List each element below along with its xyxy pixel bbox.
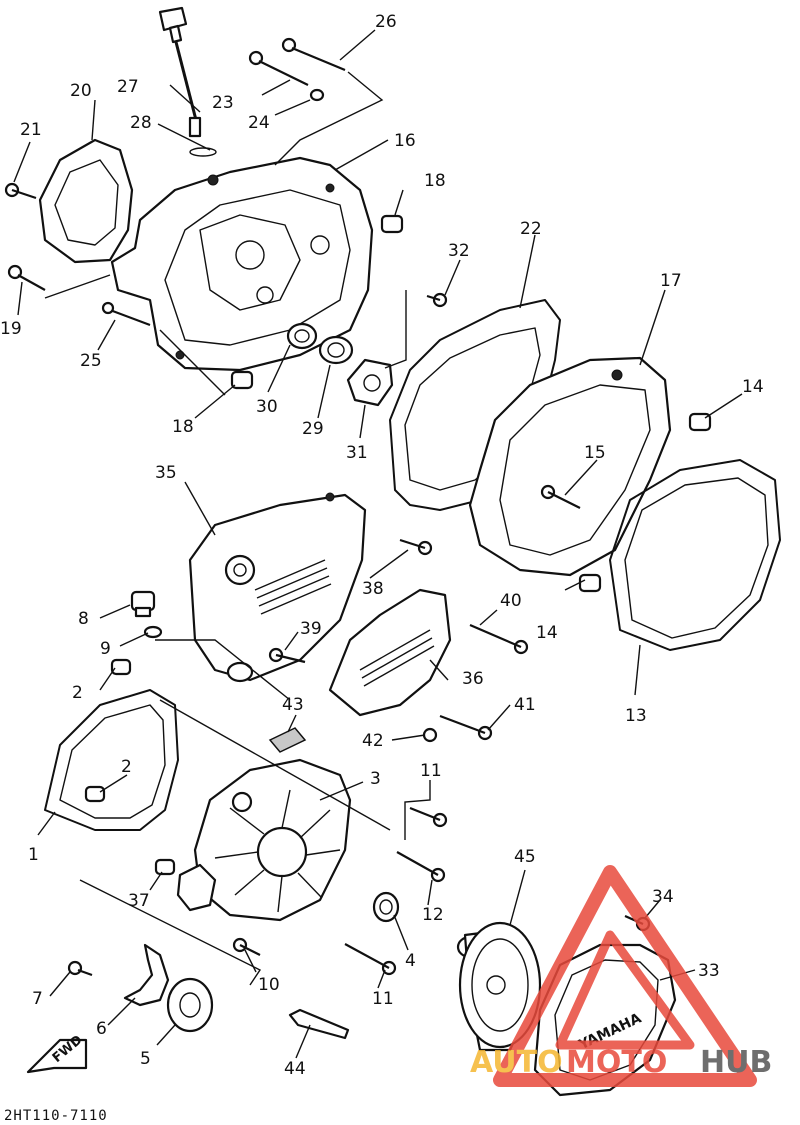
seal-4-bolts [232, 806, 448, 976]
cover-36 [328, 588, 493, 743]
label-part-39: 39 [300, 619, 322, 639]
clutch-cover-3 [154, 758, 352, 922]
label-part-40: 40 [500, 591, 522, 611]
watermark-text-auto: AUTO [470, 1045, 563, 1080]
label-part-4: 4 [405, 951, 416, 971]
label-part-34: 34 [652, 887, 674, 907]
label-part-29: 29 [302, 419, 324, 439]
label-part-15: 15 [584, 443, 606, 463]
bolts-23-24-26 [248, 37, 346, 102]
label-part-33: 33 [698, 961, 720, 981]
label-part-8: 8 [78, 609, 89, 629]
label-part-12: 12 [422, 905, 444, 925]
label-part-26: 26 [375, 12, 397, 32]
crankcase-right-17 [468, 356, 712, 593]
label-part-28: 28 [130, 113, 152, 133]
label-part-2b: 2 [121, 757, 132, 777]
diagram-code: 2HT110-7110 [4, 1108, 108, 1124]
watermark-text-hub: HUB [700, 1045, 772, 1080]
label-part-24: 24 [248, 113, 270, 133]
label-part-20: 20 [70, 81, 92, 101]
lower-small-parts [67, 943, 350, 1040]
label-part-11a: 11 [420, 761, 442, 781]
label-part-18b: 18 [172, 417, 194, 437]
label-part-36: 36 [462, 669, 484, 689]
label-part-14a: 14 [742, 377, 764, 397]
label-part-13: 13 [625, 706, 647, 726]
label-part-25: 25 [80, 351, 102, 371]
label-part-18a: 18 [424, 171, 446, 191]
gasket-22 [389, 299, 561, 511]
label-part-9: 9 [100, 639, 111, 659]
seal-and-plate-29-31 [318, 292, 448, 407]
label-part-7: 7 [32, 989, 43, 1009]
label-part-41: 41 [514, 695, 536, 715]
label-part-32: 32 [448, 241, 470, 261]
cover-20-group [4, 138, 151, 327]
label-part-23: 23 [212, 93, 234, 113]
label-part-30: 30 [256, 397, 278, 417]
label-part-44: 44 [284, 1059, 306, 1079]
label-part-27: 27 [117, 77, 139, 97]
watermark-triangle [493, 865, 757, 1087]
label-part-5: 5 [140, 1049, 151, 1069]
label-part-2a: 2 [72, 683, 83, 703]
label-part-37: 37 [128, 891, 150, 911]
gasket-1 [44, 658, 179, 831]
label-part-21: 21 [20, 120, 42, 140]
label-part-35: 35 [155, 463, 177, 483]
label-part-42: 42 [362, 731, 384, 751]
label-part-43: 43 [282, 695, 304, 715]
label-part-22: 22 [520, 219, 542, 239]
watermark-logo: AUTO MOTO HUB [470, 865, 772, 1087]
label-part-3: 3 [370, 769, 381, 789]
label-part-16: 16 [394, 131, 416, 151]
leader-lines [13, 29, 743, 1059]
label-part-1: 1 [28, 845, 39, 865]
watermark-text-moto: MOTO [566, 1045, 667, 1080]
label-part-19: 19 [0, 319, 22, 339]
crankcase-cover-left-upper [110, 6, 404, 390]
oil-dipstick [158, 6, 217, 157]
label-part-14b: 14 [536, 623, 558, 643]
gasket-13 [609, 459, 781, 651]
cover-35 [188, 492, 529, 683]
label-part-10: 10 [258, 975, 280, 995]
label-part-38: 38 [362, 579, 384, 599]
label-part-11b: 11 [372, 989, 394, 1009]
label-part-17: 17 [660, 271, 682, 291]
label-part-31: 31 [346, 443, 368, 463]
label-part-45: 45 [514, 847, 536, 867]
forward-arrow: FWD [26, 1032, 88, 1074]
part-number-labels: 26 27 20 23 28 24 21 16 18 22 32 17 19 2… [0, 12, 764, 1079]
label-part-6: 6 [96, 1019, 107, 1039]
plug-8-washer-9 [130, 590, 307, 753]
